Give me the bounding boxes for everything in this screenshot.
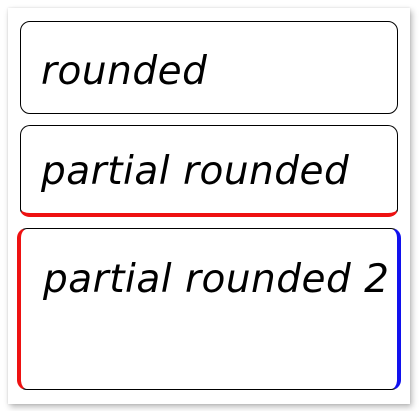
partial-rounded-2-box-label: partial rounded 2 bbox=[43, 257, 390, 302]
partial-rounded-box-label: partial rounded bbox=[41, 149, 350, 194]
panel-frame bbox=[8, 8, 410, 404]
rounded-box-label: rounded bbox=[41, 49, 208, 94]
partial-rounded-2-box: partial rounded 2 bbox=[17, 228, 401, 390]
partial-rounded-box: partial rounded bbox=[20, 125, 398, 217]
rounded-box: rounded bbox=[20, 21, 398, 114]
